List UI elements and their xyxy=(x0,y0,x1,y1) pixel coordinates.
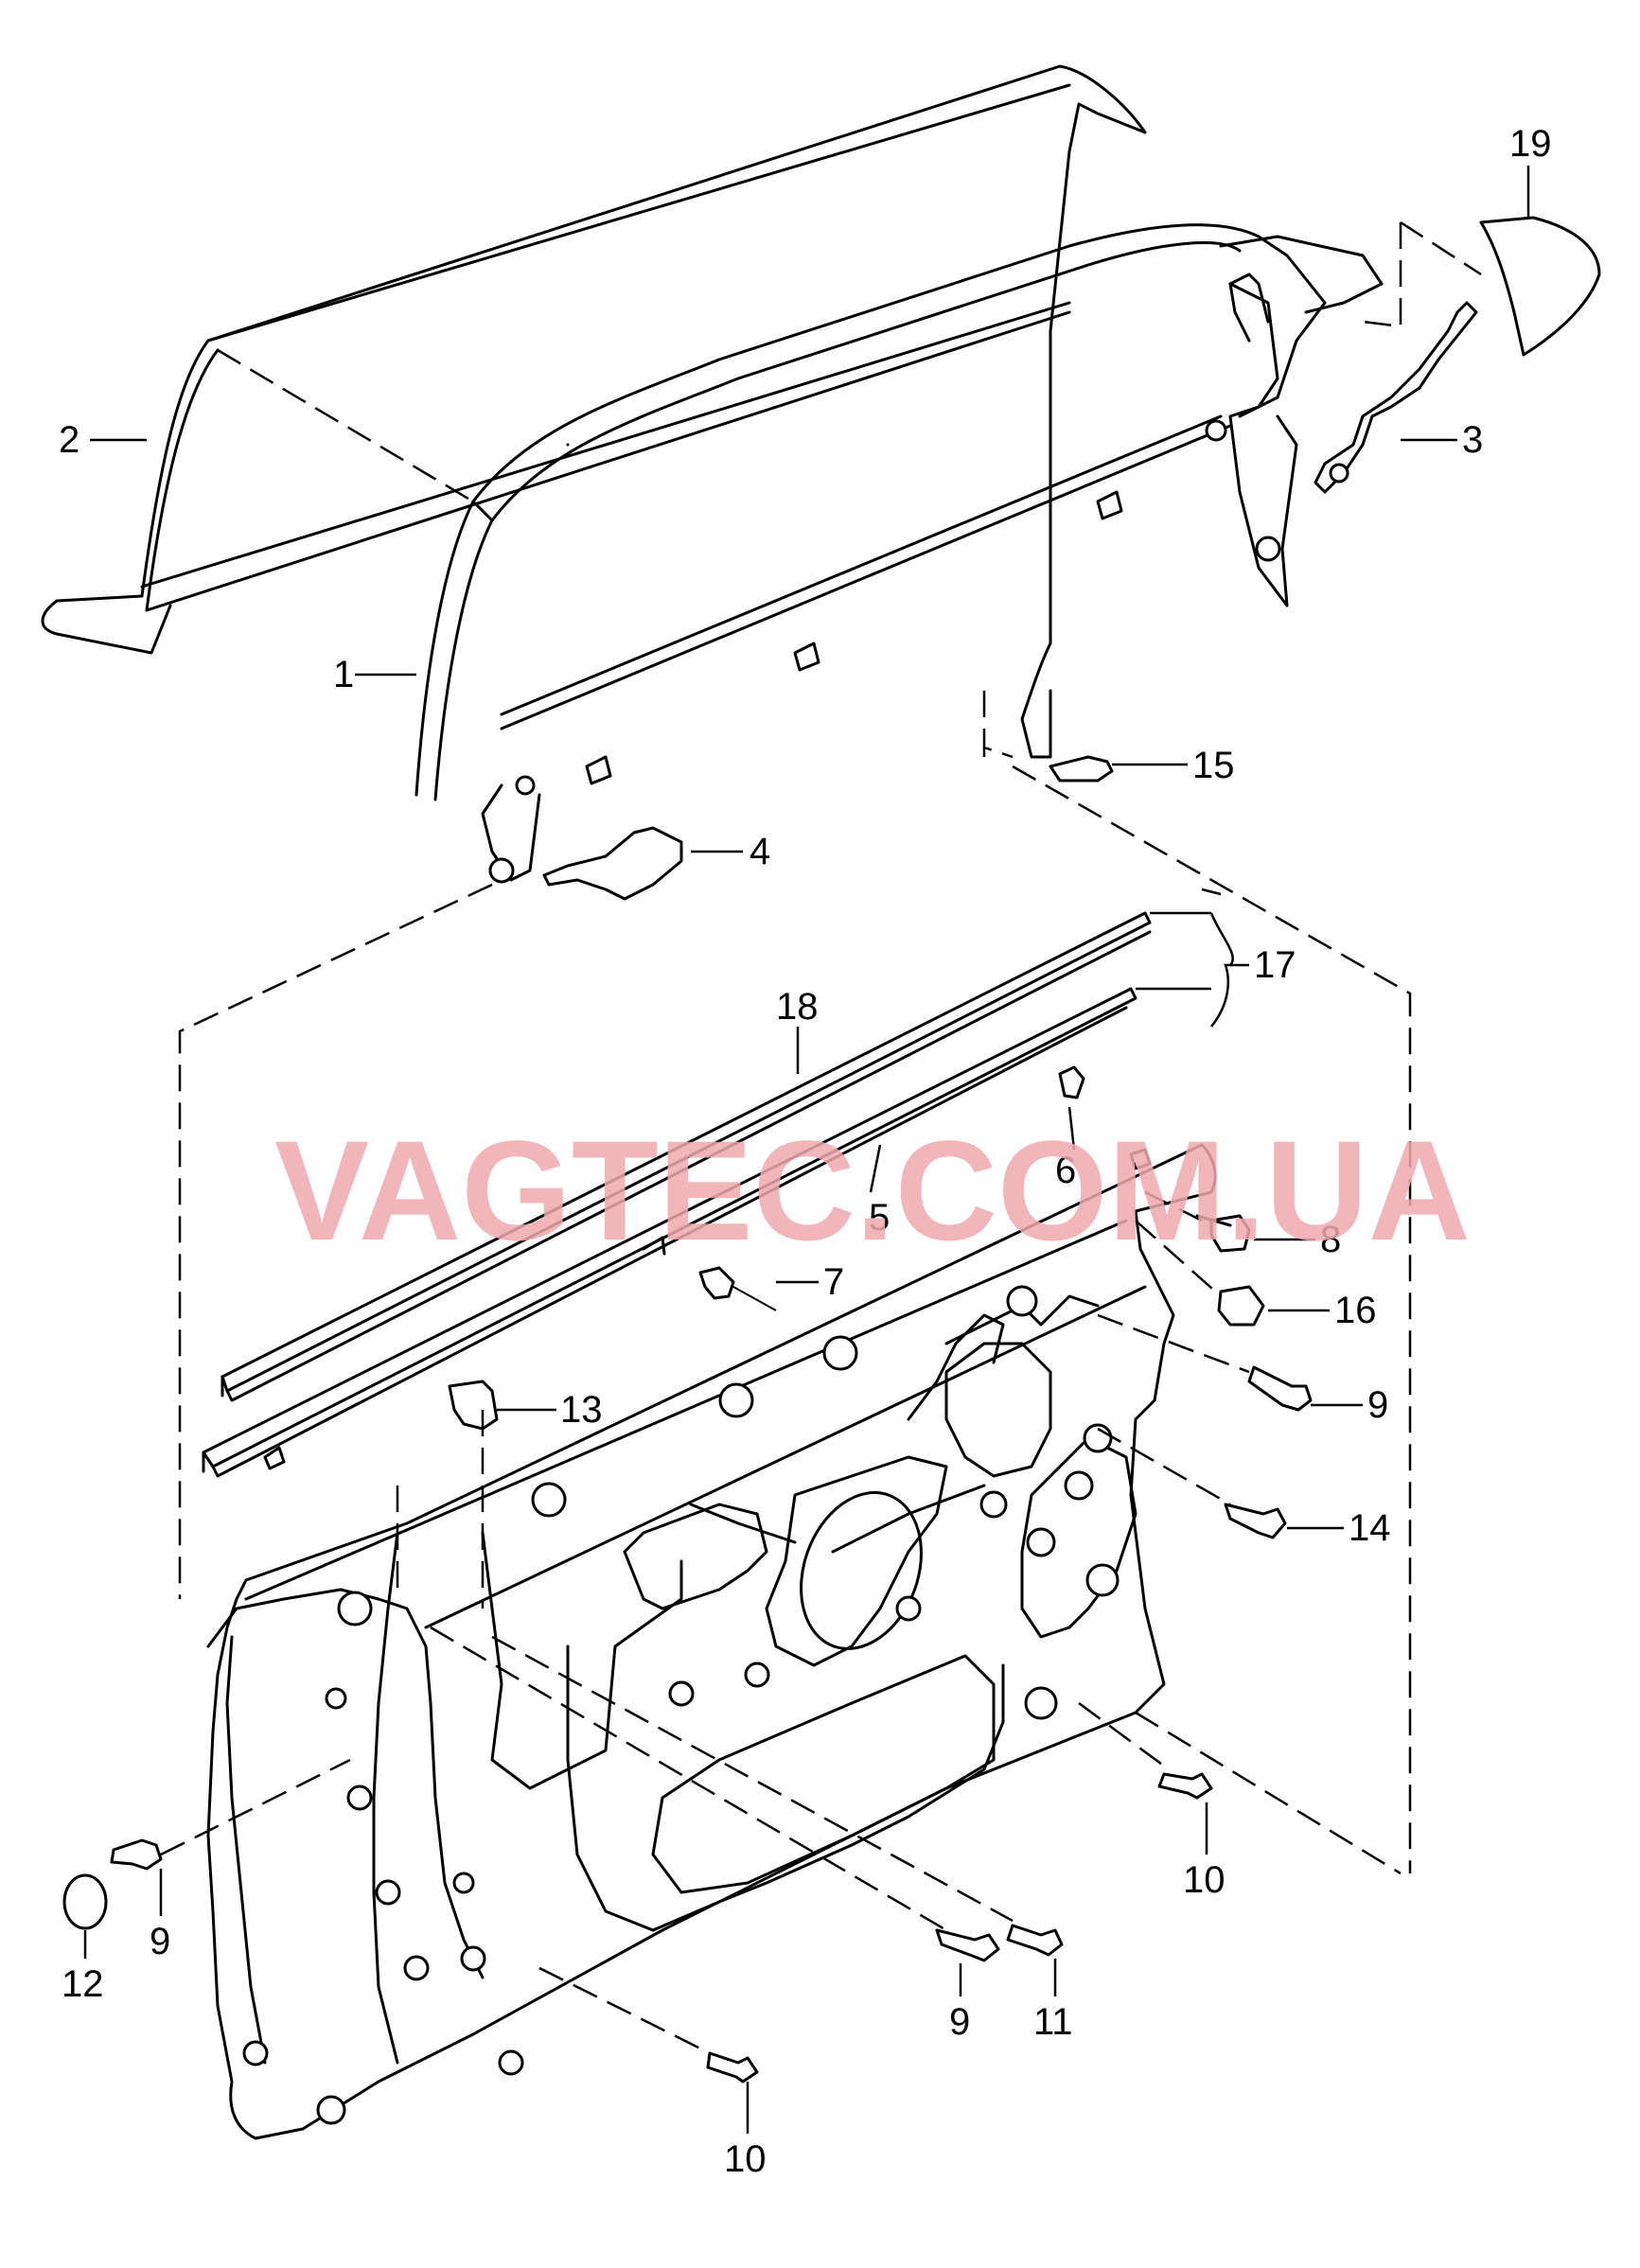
callout-13: 13 xyxy=(560,1389,603,1431)
fastener-bolts xyxy=(62,755,1313,2083)
callout-12: 12 xyxy=(62,1963,104,2005)
assembly-lines-lower xyxy=(160,1190,1402,2055)
callout-2: 2 xyxy=(59,419,79,461)
small-fasteners xyxy=(698,1065,1265,1327)
callout-1: 1 xyxy=(333,654,354,695)
door-panel xyxy=(206,1143,1217,2140)
callout-9-bottom: 9 xyxy=(949,2001,970,2043)
callout-19: 19 xyxy=(1509,123,1552,165)
bracket-upper xyxy=(1314,301,1478,494)
callout-8: 8 xyxy=(1320,1219,1341,1260)
leader-lines xyxy=(83,166,1530,2134)
callout-3: 3 xyxy=(1462,419,1483,461)
callout-15: 15 xyxy=(1192,745,1235,786)
callout-9-left: 9 xyxy=(150,1921,170,1962)
assembly-lines-upper xyxy=(178,220,1482,1873)
watermark-text: VAGTEC.COM.UA xyxy=(274,1111,1471,1270)
callout-7: 7 xyxy=(823,1261,844,1303)
callout-4: 4 xyxy=(749,831,770,872)
callout-14: 14 xyxy=(1349,1507,1391,1549)
callout-11: 11 xyxy=(1033,2001,1073,2043)
callout-10-right: 10 xyxy=(1183,1859,1226,1901)
callout-18: 18 xyxy=(776,986,819,1028)
window-seals xyxy=(202,911,1152,1478)
callout-17: 17 xyxy=(1254,944,1296,986)
corner-cover xyxy=(1479,216,1601,357)
bracket-lower xyxy=(542,826,683,901)
callout-16: 16 xyxy=(1334,1290,1377,1331)
window-frame-inner xyxy=(414,223,1384,884)
callout-6: 6 xyxy=(1055,1150,1076,1191)
callout-9-right: 9 xyxy=(1367,1384,1388,1426)
callout-10-bottom: 10 xyxy=(724,2138,767,2180)
callout-5: 5 xyxy=(869,1197,890,1239)
window-frame-outer xyxy=(41,64,1147,759)
